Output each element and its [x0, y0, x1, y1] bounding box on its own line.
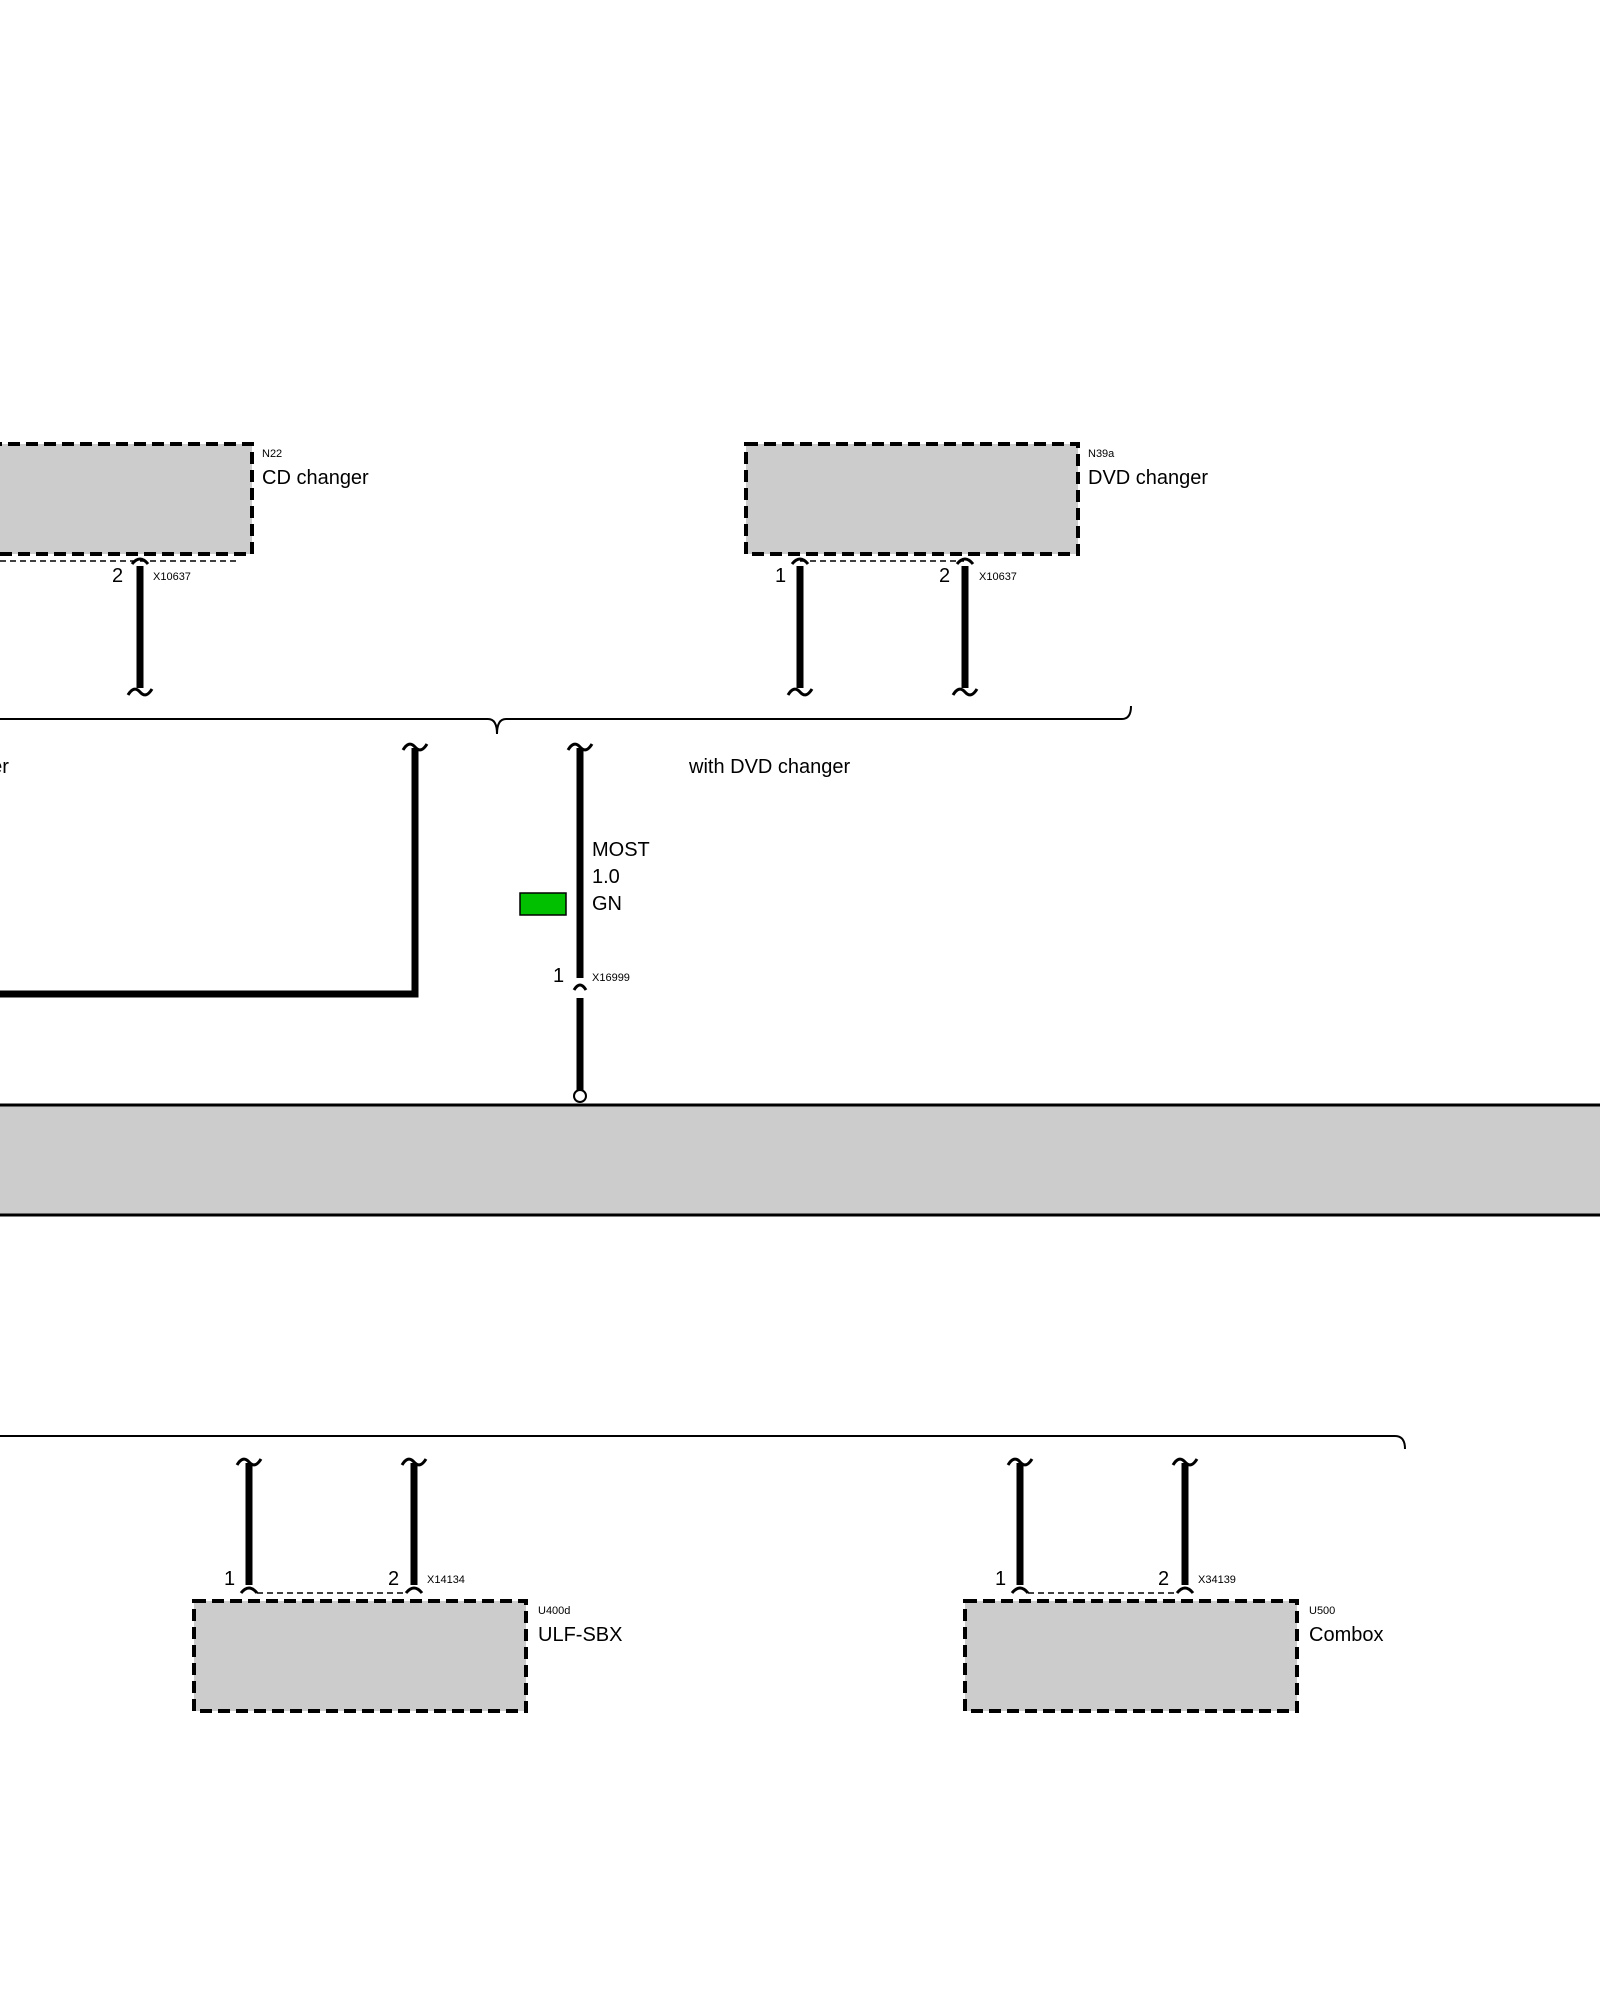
connector-symbol	[572, 983, 588, 991]
dvd-changer-component[interactable]	[744, 442, 1080, 562]
ulf-sbx-code: U400d	[538, 1605, 570, 1617]
cd-changer-code: N22	[262, 448, 282, 460]
wire-break-symbol	[951, 687, 979, 697]
connector-symbol	[790, 557, 810, 565]
combox-code: U500	[1309, 1605, 1335, 1617]
wire-break-symbol	[1006, 1457, 1034, 1467]
most-connector-code: X16999	[592, 972, 630, 984]
connector-symbol	[404, 1586, 424, 1594]
connector-symbol	[1010, 1586, 1030, 1594]
connector-symbol	[1175, 1586, 1195, 1594]
dvd-changer-connector: X10637	[979, 571, 1017, 583]
cd-changer-name: CD changer	[262, 467, 369, 489]
main-control-unit[interactable]	[0, 1103, 1600, 1217]
wire-break-symbol	[1171, 1457, 1199, 1467]
cd-changer-pin-2: 2	[112, 565, 123, 587]
most-wire-label-2: 1.0	[592, 866, 620, 888]
combox-pin-1: 1	[995, 1568, 1006, 1590]
wire-break-symbol	[401, 742, 429, 752]
option-label-dvd: with DVD changer	[688, 756, 851, 778]
cd-option-wire	[0, 748, 419, 998]
ulf-sbx-component[interactable]	[192, 1592, 528, 1713]
wire-break-symbol	[566, 742, 594, 752]
ulf-sbx-connector: X14134	[427, 1574, 465, 1586]
combox-component[interactable]	[963, 1592, 1299, 1713]
dvd-changer-pin-1: 1	[775, 565, 786, 587]
splice-point	[573, 1089, 587, 1103]
wire-break-symbol	[126, 687, 154, 697]
cd-changer-connector: X10637	[153, 571, 191, 583]
wire-break-symbol	[235, 1457, 263, 1467]
connector-symbol	[239, 1586, 259, 1594]
wire-break-symbol	[786, 687, 814, 697]
combox-pin-2: 2	[1158, 1568, 1169, 1590]
ulf-sbx-pin-1: 1	[224, 1568, 235, 1590]
ulf-sbx-name: ULF-SBX	[538, 1624, 622, 1646]
wire-color-swatch	[519, 892, 567, 916]
cd-changer-component[interactable]	[0, 442, 254, 562]
combox-connector: X34139	[1198, 1574, 1236, 1586]
connector-symbol	[130, 557, 150, 565]
dvd-changer-pin-2: 2	[939, 565, 950, 587]
wire-break-symbol	[400, 1457, 428, 1467]
connector-symbol	[955, 557, 975, 565]
dvd-changer-code: N39a	[1088, 448, 1115, 460]
option-brace-bottom	[0, 1435, 1406, 1450]
most-wire-label-3: GN	[592, 893, 622, 915]
dvd-changer-name: DVD changer	[1088, 467, 1208, 489]
most-wire-label-1: MOST	[592, 839, 650, 861]
option-brace-top	[0, 705, 1132, 735]
ulf-sbx-pin-2: 2	[388, 1568, 399, 1590]
option-label-cd-fragment: ger	[0, 756, 9, 778]
most-connector-pin: 1	[553, 965, 564, 987]
combox-name: Combox	[1309, 1624, 1383, 1646]
